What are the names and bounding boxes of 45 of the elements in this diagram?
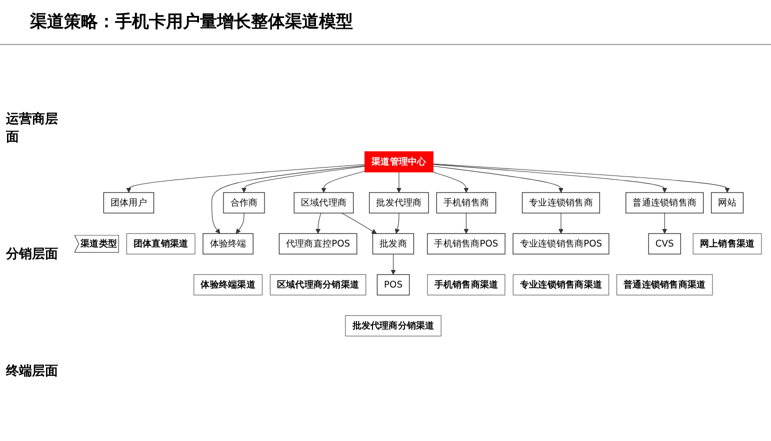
arrow [396, 172, 402, 193]
node-box: 合作商 [223, 192, 265, 214]
node-box: 专业连锁销售商渠道 [512, 274, 610, 296]
arrow [432, 166, 564, 193]
arrow [126, 164, 366, 193]
diagram-title: 渠道策略：手机卡用户量增长整体渠道模型 [30, 11, 353, 33]
layer-label: 运营商层面 [6, 110, 59, 146]
node-box: 批发商 [372, 233, 414, 255]
layer-label: 分销层面 [6, 246, 59, 263]
arrow [432, 172, 469, 193]
node-box: 渠道管理中心 [364, 151, 434, 173]
node-box: POS [376, 274, 410, 296]
node-box: 批发代理商 [369, 192, 429, 214]
node-box: 批发代理商分销渠道 [345, 315, 442, 337]
arrow [316, 212, 322, 234]
arrow [432, 164, 730, 193]
arrow [390, 254, 396, 275]
arrow [341, 212, 377, 234]
node-box: 手机销售商渠道 [427, 274, 506, 296]
node-box: 体验终端 [202, 233, 254, 255]
arrow [321, 171, 366, 193]
node-box: 普通连锁销售商渠道 [616, 274, 713, 296]
node-box: 普通连锁销售商 [626, 192, 704, 214]
arrow [241, 166, 366, 193]
layer-label: 终端层面 [6, 363, 59, 380]
node-box: 网站 [711, 192, 744, 214]
arrow [212, 165, 366, 234]
arrow [432, 164, 668, 193]
node-box: 体验终端渠道 [194, 274, 262, 296]
node-box: CVS [648, 233, 681, 255]
arrow [236, 212, 244, 234]
node-box: 区域代理商分销渠道 [270, 274, 366, 296]
node-box: 手机销售商 [436, 192, 496, 214]
node-box: 专业连锁销售商POS [512, 233, 610, 255]
arrow [394, 212, 400, 234]
node-box: 团体用户 [103, 192, 154, 214]
node-box: 团体直销渠道 [126, 233, 196, 255]
arrow [558, 212, 564, 234]
node-box: 专业连锁销售商 [522, 192, 600, 214]
arrow [662, 212, 668, 234]
node-box: 网上销售渠道 [692, 233, 762, 255]
node-box: 区域代理商 [294, 192, 354, 214]
arrow [464, 212, 469, 234]
node-box: 手机销售商POS [427, 233, 506, 255]
node-box: 代理商直控POS [278, 233, 358, 255]
